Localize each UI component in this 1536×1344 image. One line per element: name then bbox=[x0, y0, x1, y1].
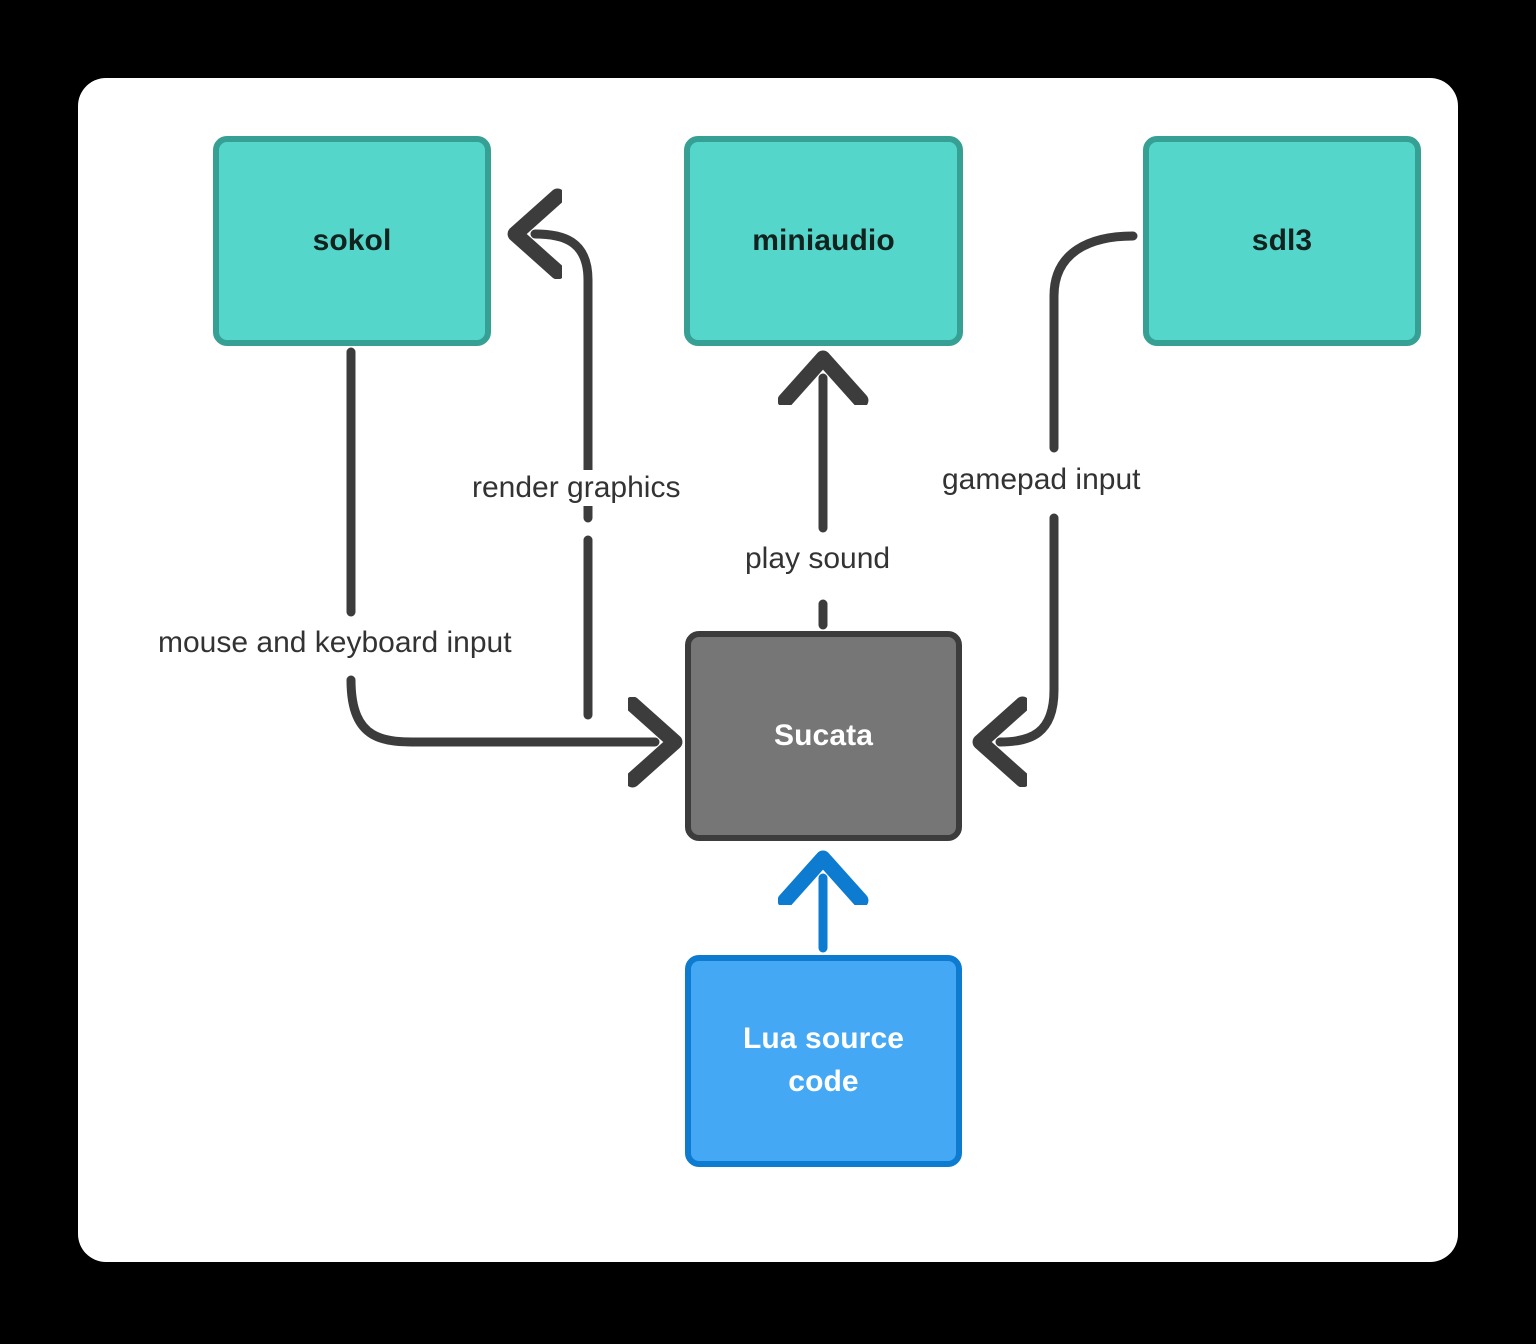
edge-label-play-sound: play sound bbox=[739, 541, 897, 577]
node-sokol[interactable]: sokol bbox=[213, 136, 491, 346]
edge-sucata-to-sokol bbox=[535, 234, 593, 720]
node-sokol-label: sokol bbox=[312, 223, 392, 257]
node-miniaudio[interactable]: miniaudio bbox=[684, 136, 963, 346]
edge-label-mouse-and-keyboard-input: mouse and keyboard input bbox=[152, 625, 518, 661]
node-sucata[interactable]: Sucata bbox=[685, 631, 962, 841]
node-lua-source-code-label: Lua source code bbox=[742, 1022, 905, 1098]
node-sdl3[interactable]: sdl3 bbox=[1143, 136, 1421, 346]
edge-sdl3-to-sucata bbox=[1000, 231, 1138, 742]
edge-label-render-graphics: render graphics bbox=[466, 470, 687, 506]
node-miniaudio-label: miniaudio bbox=[752, 223, 895, 257]
node-sucata-label: Sucata bbox=[774, 718, 873, 752]
edge-sokol-to-sucata bbox=[346, 347, 655, 742]
node-sdl3-label: sdl3 bbox=[1251, 223, 1313, 257]
node-lua-source-code[interactable]: Lua source code bbox=[685, 955, 962, 1167]
edge-label-gamepad-input: gamepad input bbox=[936, 462, 1147, 498]
